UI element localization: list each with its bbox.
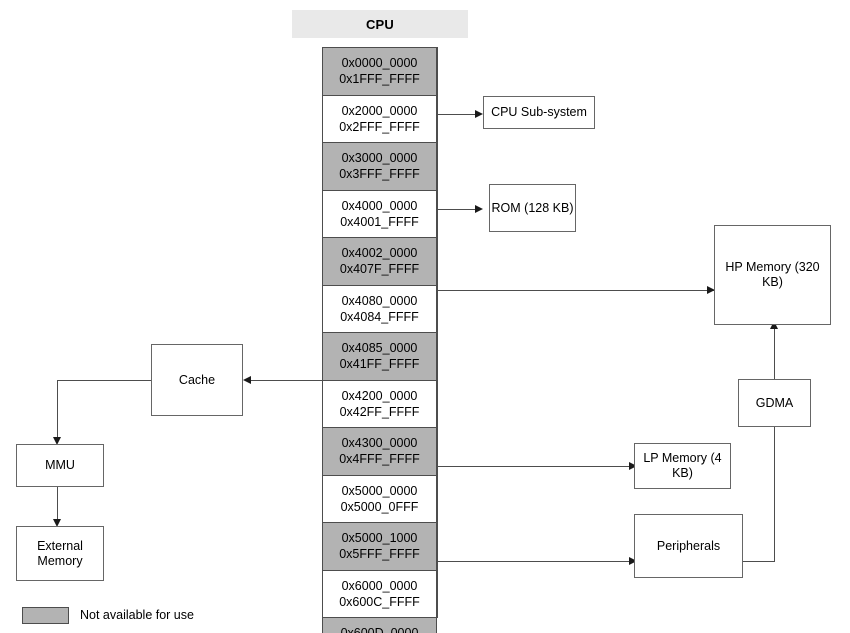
connector-mmu-to-external-memory [57,487,58,521]
block-rom-size: (128 KB) [524,200,574,215]
cpu-right-spine [437,47,438,618]
block-lp-memory-size: (4 KB) [672,451,722,480]
connector-rom [437,209,479,210]
block-external-memory[interactable]: External Memory [16,526,104,581]
block-external-memory-label-1: External [37,538,83,553]
cpu-header-band: CPU [292,10,468,38]
address-range-start: 0x5000_0000 [341,483,418,498]
arrowhead-rom [475,205,483,213]
address-range-end: 0x41FF_FFFF [339,357,420,372]
block-lp-memory[interactable]: LP Memory (4 KB) [634,443,731,489]
address-range-start: 0x3000_0000 [341,151,418,166]
block-peripherals-label: Peripherals [656,538,721,553]
address-range-start: 0x600D_0000 [340,625,419,633]
arrowhead-cpu-subsystem [475,110,483,118]
block-lp-memory-label: LP Memory [643,451,708,465]
arrowhead-gdma-hp-memory [770,321,778,329]
block-hp-memory-size: (320 KB) [762,260,820,289]
connector-gdma-to-hp-memory [774,325,775,379]
arrowhead-peripherals [629,557,637,565]
connector-cache-to-mmu-horizontal [57,380,151,381]
address-range-start: 0x4080_0000 [341,293,418,308]
address-range-start: 0x2000_0000 [341,103,418,118]
block-mmu-label: MMU [45,458,75,472]
cpu-header-label: CPU [365,16,395,32]
block-rom-label: ROM [491,200,521,215]
address-range-end: 0x3FFF_FFFF [339,167,420,182]
block-cpu-subsystem[interactable]: CPU Sub-system [483,96,595,129]
connector-peripherals [437,561,634,562]
address-range-start: 0x0000_0000 [341,56,418,71]
address-range-start: 0x6000_0000 [341,578,418,593]
legend-unavailable-swatch [22,607,69,624]
arrowhead-hp-memory [707,286,715,294]
address-range-start: 0x4085_0000 [341,341,418,356]
address-range-end: 0x5FFF_FFFF [339,547,420,562]
address-range-end: 0x1FFF_FFFF [339,72,420,87]
address-range-end: 0x2FFF_FFFF [339,119,420,134]
address-range-end: 0x42FF_FFFF [339,404,420,419]
address-range-end: 0x4FFF_FFFF [339,452,420,467]
connector-gdma-to-peripherals-vertical [774,427,775,561]
address-range-end: 0x4001_FFFF [340,214,419,229]
arrowhead-cache [243,376,251,384]
legend-unavailable-label: Not available for use [80,608,194,622]
address-range-row[interactable]: 0x600D_00000xFFFF_FFFF [322,617,437,633]
address-range-end: 0x5000_0FFF [340,499,419,514]
arrowhead-lp-memory [629,462,637,470]
connector-lp-memory [437,466,634,467]
block-external-memory-label-2: Memory [37,553,83,568]
address-range-start: 0x4200_0000 [341,388,418,403]
arrowhead-mmu [53,437,61,445]
address-range-end: 0x600C_FFFF [339,594,420,609]
connector-cpu-subsystem [437,114,479,115]
arrowhead-external-memory [53,519,61,527]
address-range-end: 0x407F_FFFF [339,262,420,277]
block-cache-label: Cache [178,372,216,387]
address-range-start: 0x4000_0000 [341,198,418,213]
address-range-end: 0x4084_FFFF [340,309,419,324]
address-range-start: 0x4002_0000 [341,246,418,261]
block-gdma-label: GDMA [755,395,794,410]
address-range-start: 0x5000_1000 [341,531,418,546]
block-cpu-subsystem-label: CPU Sub-system [491,105,587,119]
block-hp-memory[interactable]: HP Memory (320 KB) [714,225,831,325]
connector-gdma-to-peripherals-horizontal [743,561,775,562]
block-gdma[interactable]: GDMA [738,379,811,427]
block-cache[interactable]: Cache [151,344,243,416]
block-peripherals[interactable]: Peripherals [634,514,743,578]
address-range-start: 0x4300_0000 [341,436,418,451]
connector-cache [248,380,322,381]
block-mmu[interactable]: MMU [16,444,104,487]
connector-cache-to-mmu-vertical [57,380,58,437]
block-hp-memory-label: HP Memory [725,260,792,274]
block-rom[interactable]: ROM (128 KB) [489,184,576,232]
connector-hp-memory [437,290,714,291]
